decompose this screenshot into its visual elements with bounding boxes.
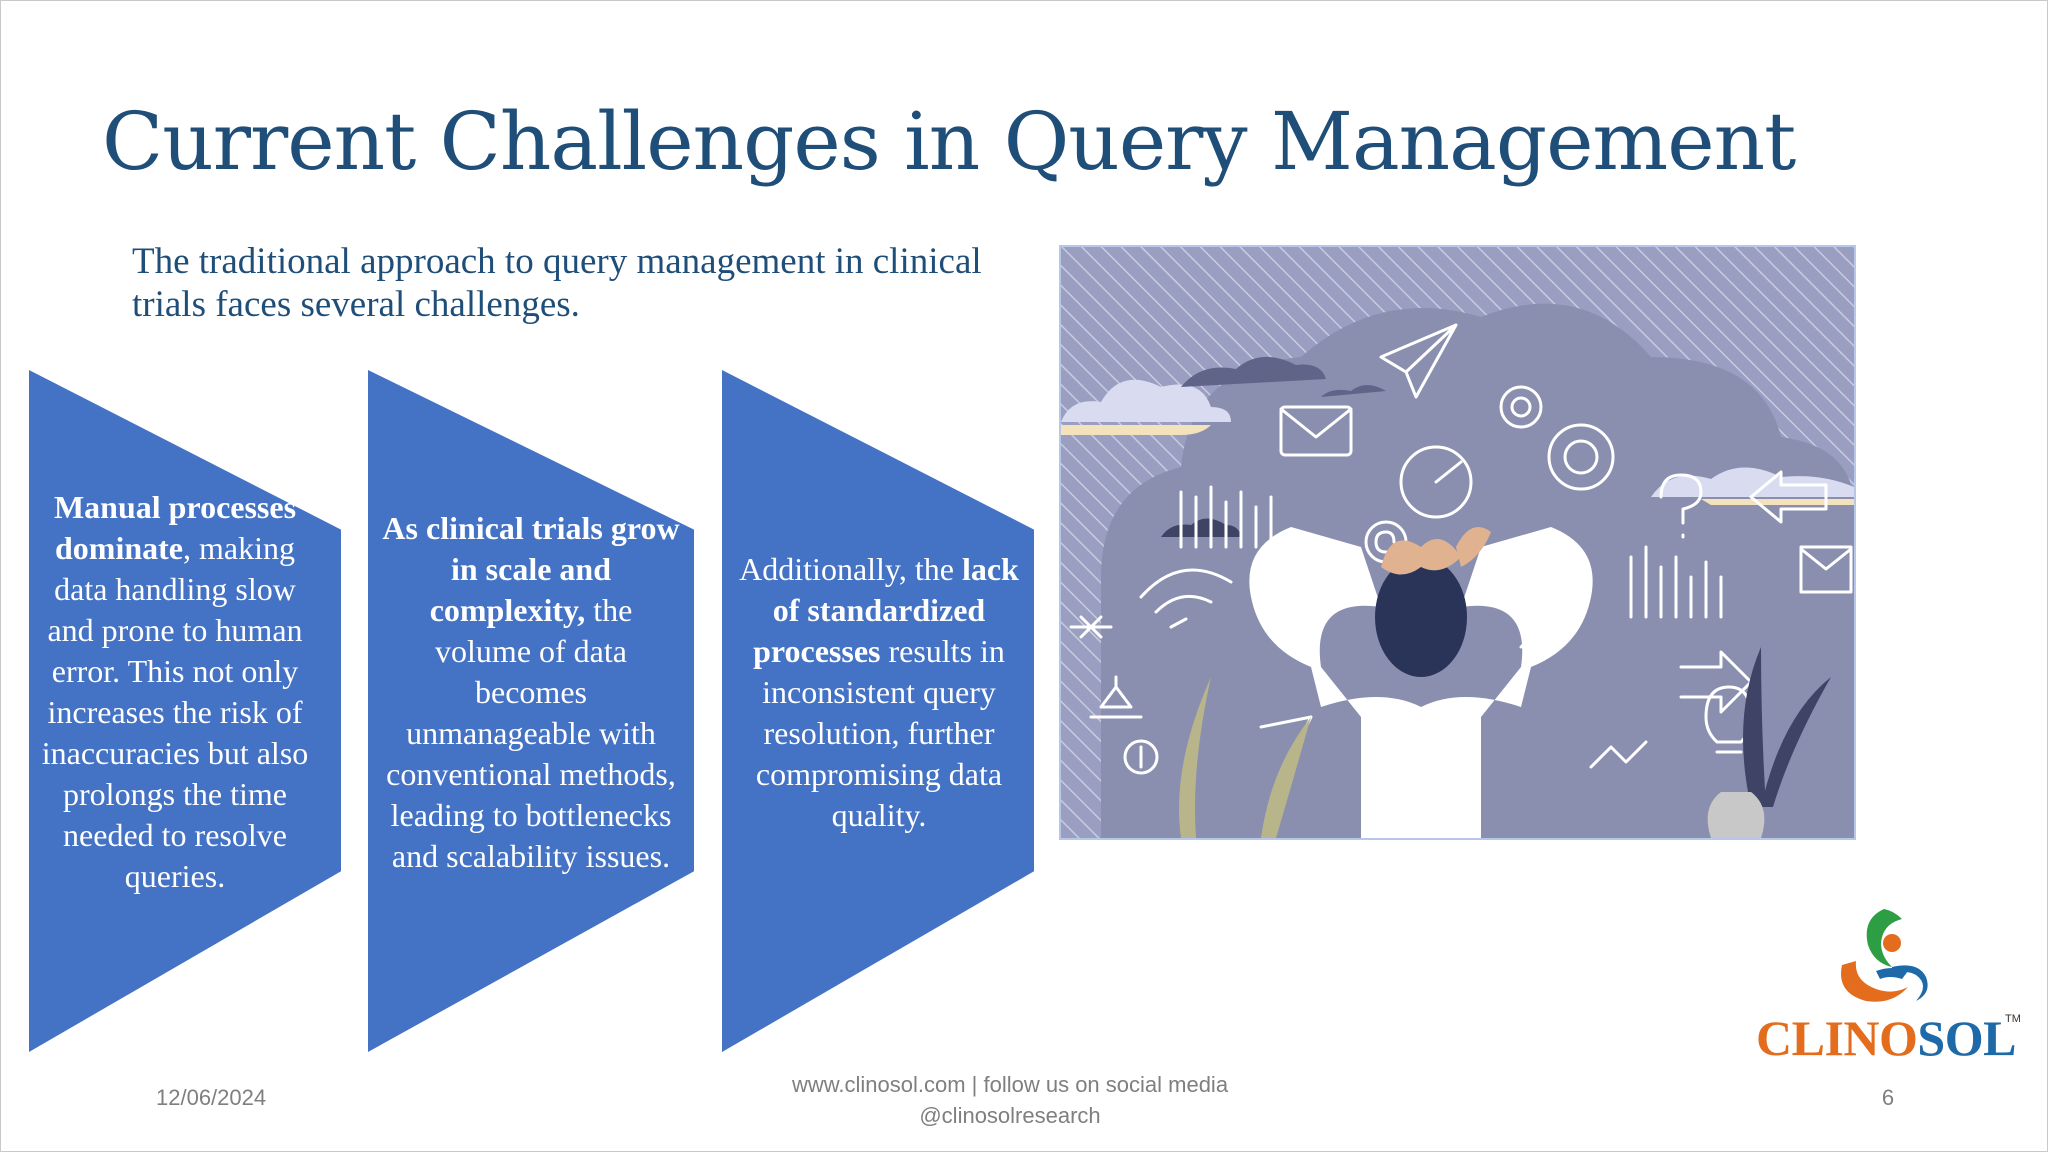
challenge-3-rest: results in inconsistent query resolution… — [755, 633, 1005, 833]
challenge-3-bold: lack of standardized processes — [753, 551, 1019, 669]
challenge-text-1: Manual processes dominate, making data h… — [29, 487, 321, 897]
clinosol-logo: CLINOSOL TM — [1752, 905, 2024, 1065]
logo-trademark: TM — [2005, 1013, 2021, 1025]
slide-title: Current Challenges in Query Management — [102, 95, 1796, 188]
challenge-2-bold: As clinical trials grow in scale and com… — [382, 510, 680, 628]
challenge-1-rest: , making data handling slow and prone to… — [41, 530, 309, 894]
footer-website-line: www.clinosol.com | follow us on social m… — [791, 1072, 1229, 1097]
logo-mark-icon — [1841, 909, 1928, 1002]
page-number: 6 — [1881, 1085, 1895, 1110]
challenge-1-bold: Manual processes dominate — [53, 489, 297, 566]
footer-website: www.clinosol.com | follow us on social m… — [760, 1069, 1260, 1131]
challenge-3-lead: Additionally, the — [739, 551, 962, 587]
footer-date: 12/06/2024 — [156, 1085, 267, 1110]
logo-sol: SOL — [1917, 1010, 2016, 1066]
challenge-text-2: As clinical trials grow in scale and com… — [380, 508, 682, 877]
logo-clino: CLINO — [1756, 1010, 1918, 1066]
stressed-person-illustration — [1059, 245, 1856, 840]
challenge-text-3: Additionally, the lack of standardized p… — [734, 549, 1024, 836]
footer-social-handle: @clinosolresearch — [919, 1103, 1101, 1128]
challenge-2-rest: the volume of data becomes unmanageable … — [386, 592, 676, 874]
logo-wordmark: CLINOSOL — [1756, 1013, 2016, 1063]
intro-text: The traditional approach to query manage… — [132, 241, 982, 325]
